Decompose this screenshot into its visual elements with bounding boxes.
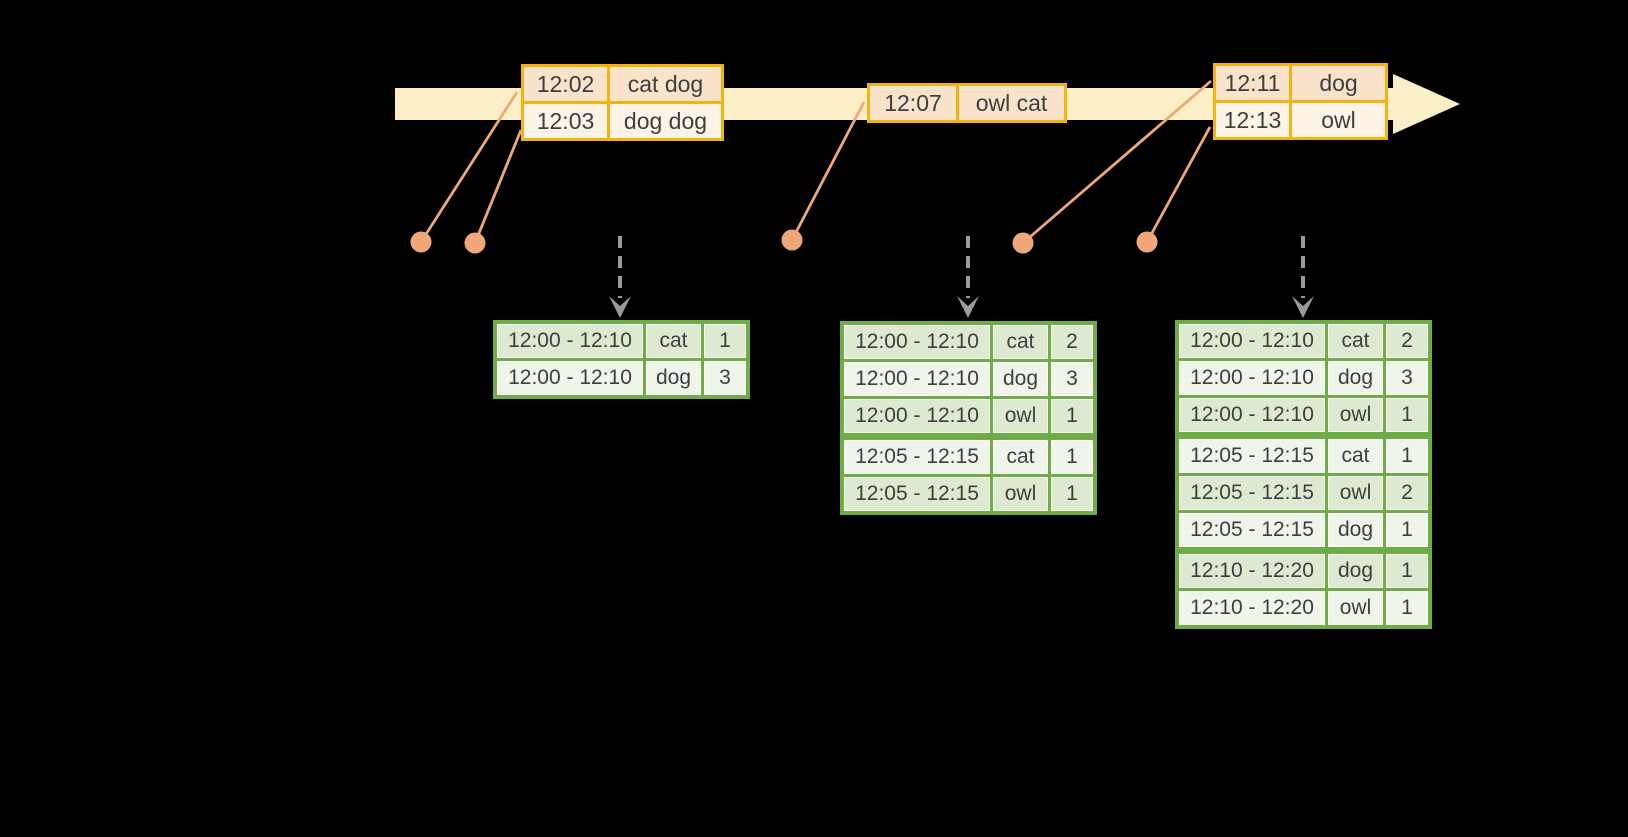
cell-words: dog [1292,66,1385,100]
event-dot-icon [464,232,486,254]
timeline-arrowhead-icon [1393,74,1460,134]
cell-count: 1 [1386,554,1428,588]
cell-count: 1 [1051,399,1093,433]
cell-window: 12:00 - 12:10 [844,362,990,396]
cell-window: 12:00 - 12:10 [844,325,990,359]
cell-word: cat [993,325,1048,359]
trigger-arrowhead-icon [1292,296,1314,318]
cell-count: 1 [1051,440,1093,474]
cell-window: 12:00 - 12:10 [844,399,990,433]
trigger-arrowheads [609,296,1314,318]
cell-window: 12:05 - 12:15 [844,440,990,474]
event-dots [410,229,1158,254]
event-connectors [419,79,1212,245]
cell-window: 12:05 - 12:15 [844,477,990,511]
event-connector-line [1145,126,1212,243]
event-connector-line [473,129,523,244]
cell-words: cat dog [610,67,721,101]
trigger-arrowhead-icon [609,296,631,318]
cell-count: 1 [1386,591,1428,625]
cell-word: owl [993,399,1048,433]
event-dot-icon [1012,232,1034,254]
cell-window: 12:00 - 12:10 [497,361,643,395]
cell-window: 12:05 - 12:15 [1179,476,1325,510]
event-dot-icon [1136,231,1158,253]
cell-time: 12:07 [870,86,956,120]
event-dot-icon [410,231,432,253]
cell-window: 12:10 - 12:20 [1179,591,1325,625]
cell-word: cat [646,324,701,358]
cell-time: 12:03 [524,104,607,138]
cell-word: owl [1328,591,1383,625]
cell-time: 12:02 [524,67,607,101]
cell-window: 12:00 - 12:10 [1179,361,1325,395]
cell-words: dog dog [610,104,721,138]
cell-window: 12:00 - 12:10 [1179,398,1325,432]
cell-words: owl cat [959,86,1064,120]
cell-word: cat [993,440,1048,474]
event-connector-line [790,101,866,241]
cell-count: 3 [1051,362,1093,396]
cell-word: dog [1328,513,1383,547]
cell-count: 3 [1386,361,1428,395]
event-connector-line [1022,79,1212,245]
cell-word: owl [993,477,1048,511]
cell-word: dog [1328,554,1383,588]
event-dot-icon [781,229,803,251]
cell-window: 12:00 - 12:10 [497,324,643,358]
cell-window: 12:10 - 12:20 [1179,554,1325,588]
cell-count: 1 [1386,439,1428,473]
cell-word: cat [1328,439,1383,473]
cell-word: cat [1328,324,1383,358]
cell-word: owl [1328,398,1383,432]
cell-window: 12:05 - 12:15 [1179,439,1325,473]
cell-count: 2 [1386,324,1428,358]
cell-window: 12:05 - 12:15 [1179,513,1325,547]
cell-count: 1 [1386,513,1428,547]
event-connector-line [419,91,519,243]
cell-word: dog [646,361,701,395]
cell-window: 12:00 - 12:10 [1179,324,1325,358]
cell-count: 2 [1386,476,1428,510]
cell-count: 2 [1051,325,1093,359]
cell-count: 1 [1051,477,1093,511]
cell-time: 12:11 [1216,66,1289,100]
cell-word: owl [1328,476,1383,510]
cell-count: 1 [1386,398,1428,432]
cell-word: dog [993,362,1048,396]
trigger-arrowhead-icon [957,296,979,318]
cell-word: dog [1328,361,1383,395]
cell-count: 3 [704,361,746,395]
cell-time: 12:13 [1216,103,1289,137]
trigger-arrows [618,236,1305,298]
cell-count: 1 [704,324,746,358]
cell-words: owl [1292,103,1385,137]
